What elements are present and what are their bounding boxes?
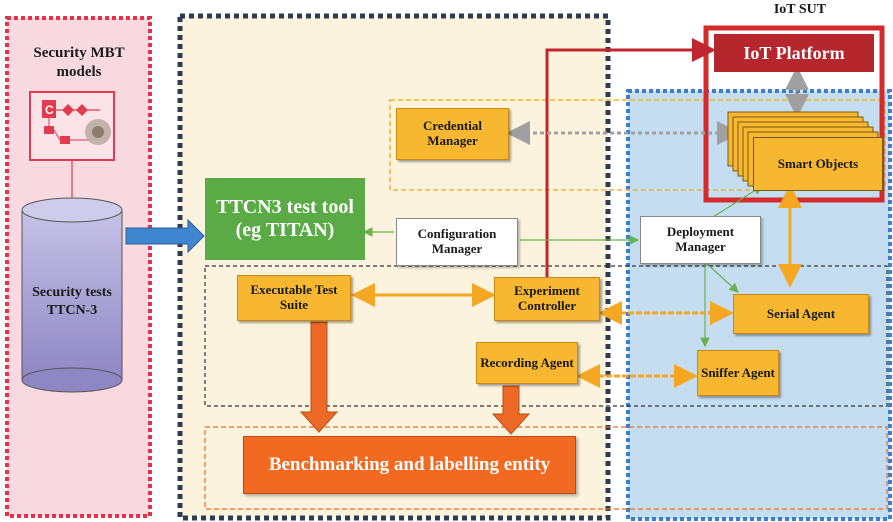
mbt-model-icon: C (29, 91, 115, 161)
benchmark-region (204, 426, 888, 510)
svg-text:C: C (45, 103, 54, 117)
agents-region (204, 265, 888, 407)
smart-objects-box[interactable]: Smart Objects (753, 137, 883, 191)
benchmarking-entity-box[interactable]: Benchmarking and labelling entity (243, 436, 576, 494)
recording-agent-box[interactable]: Recording Agent (476, 342, 578, 384)
controller-to-iot-platform-line (545, 38, 716, 277)
cylinder-to-ttcn3-arrow (125, 218, 205, 254)
security-tests-cylinder (21, 197, 123, 393)
configuration-manager-box[interactable]: Configuration Manager (396, 218, 518, 266)
security-tests-label: Security tests TTCN-3 (32, 285, 112, 319)
sniffer-agent-box[interactable]: Sniffer Agent (697, 350, 779, 396)
recording-to-benchmark-arrow (491, 385, 531, 435)
executable-test-suite-box[interactable]: Executable Test Suite (237, 275, 351, 321)
credential-manager-box[interactable]: Credential Manager (396, 108, 509, 160)
security-mbt-models-label: Security MBT models (33, 45, 125, 80)
ttcn3-test-tool-box[interactable]: TTCN3 test tool (eg TITAN) (205, 178, 365, 260)
deploy-to-serial-arrow (704, 261, 739, 293)
credential-region (389, 99, 886, 191)
serial-agent-box[interactable]: Serial Agent (733, 294, 869, 334)
iot-platform-box[interactable]: IoT Platform (714, 34, 874, 72)
iot-sut-label: IoT SUT (773, 2, 827, 17)
deployment-manager-box[interactable]: Deployment Manager (640, 216, 761, 264)
suite-to-benchmark-arrow (299, 321, 339, 433)
experiment-controller-box[interactable]: Experiment Controller (494, 277, 600, 321)
